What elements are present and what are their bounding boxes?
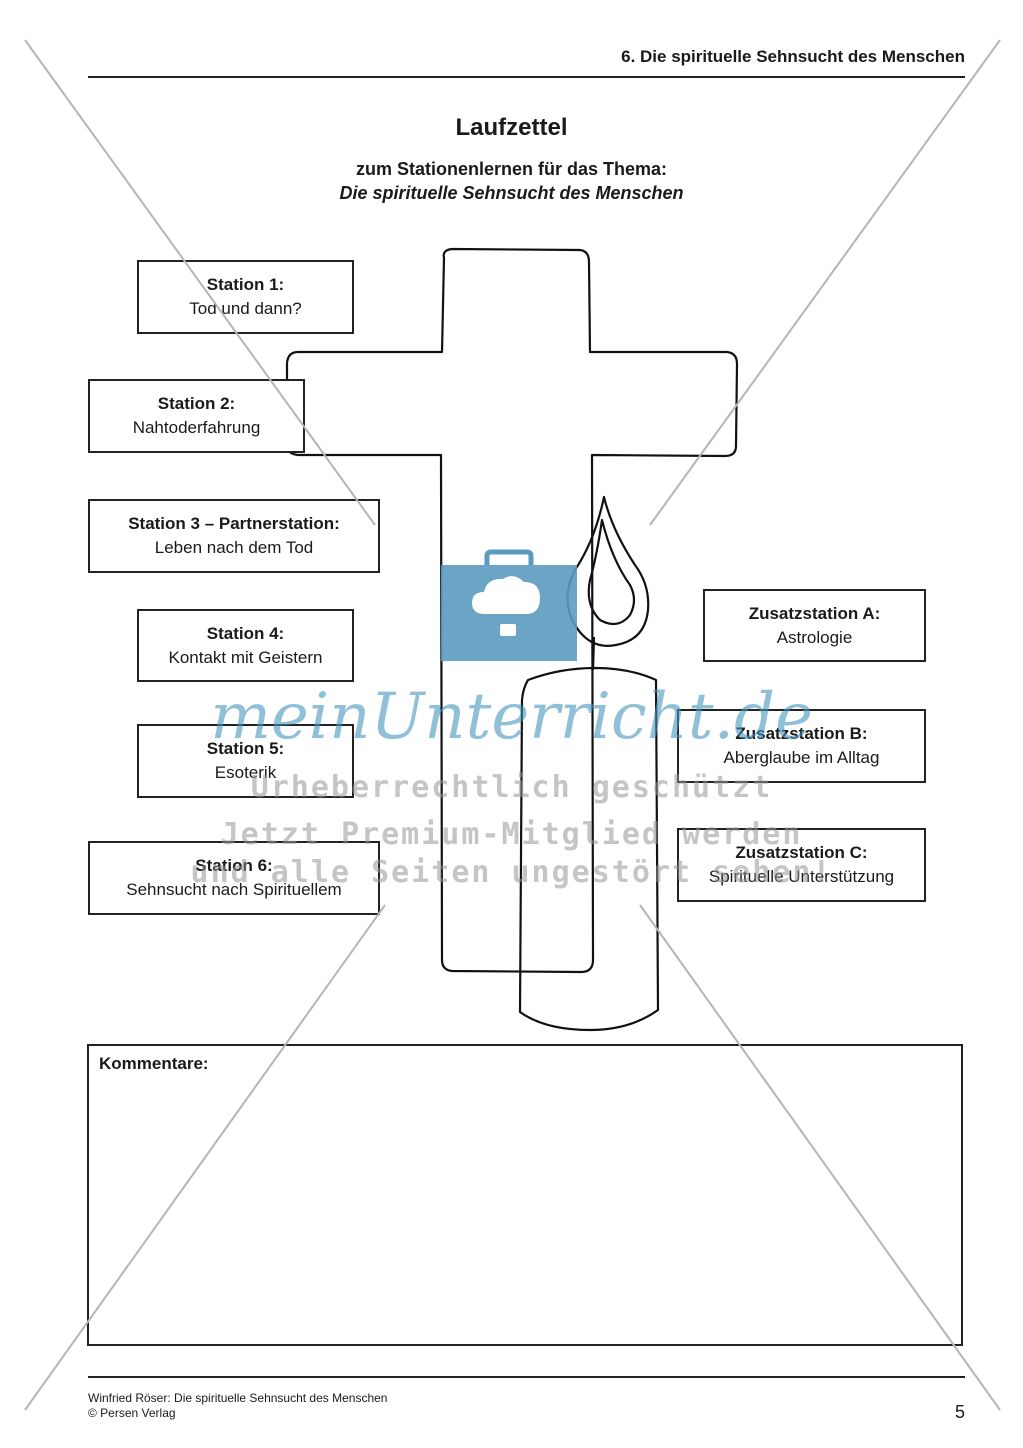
station-2-box: Station 2: Nahtoderfahrung — [88, 379, 305, 453]
footer-publisher: © Persen Verlag — [88, 1406, 176, 1420]
station-1-label: Station 1: — [206, 275, 285, 294]
station-6-text: Sehnsucht nach Spirituellem — [126, 880, 342, 899]
comments-box[interactable]: Kommentare: — [87, 1044, 963, 1346]
extra-station-b-label: Zusatzstation B: — [735, 724, 868, 743]
extra-station-c-label: Zusatzstation C: — [735, 843, 868, 862]
station-4-text: Kontakt mit Geistern — [168, 647, 323, 667]
station-3-text: Leben nach dem Tod — [154, 538, 314, 557]
document-title: Laufzettel — [455, 114, 568, 141]
station-5-label: Station 5: — [206, 739, 285, 758]
candle-icon — [518, 495, 660, 1032]
footer-author: Winfried Röser: Die spirituelle Sehnsuch… — [88, 1391, 388, 1405]
header-divider — [88, 76, 965, 78]
comments-label: Kommentare: — [99, 1054, 209, 1073]
extra-station-c-box: Zusatzstation C: Spirituelle Unterstützu… — [677, 828, 926, 902]
page-number: 5 — [954, 1402, 965, 1422]
station-2-text: Nahtoderfahrung — [132, 418, 261, 437]
extra-station-b-text: Aberglaube im Alltag — [723, 748, 880, 767]
station-4-box: Station 4: Kontakt mit Geistern — [137, 609, 354, 682]
station-5-box: Station 5: Esoterik — [137, 724, 354, 798]
station-6-box: Station 6: Sehnsucht nach Spirituellem — [88, 841, 380, 915]
station-3-label: Station 3 – Partnerstation: — [128, 514, 340, 533]
station-1-box: Station 1: Tod und dann? — [137, 260, 354, 334]
extra-station-a-label: Zusatzstation A: — [748, 603, 881, 623]
station-5-text: Esoterik — [214, 763, 277, 782]
station-4-label: Station 4: — [206, 623, 285, 643]
document-topic: Die spirituelle Sehnsucht des Menschen — [339, 183, 684, 203]
extra-station-b-box: Zusatzstation B: Aberglaube im Alltag — [677, 709, 926, 783]
station-1-text: Tod und dann? — [189, 299, 302, 318]
extra-station-a-text: Astrologie — [776, 627, 853, 647]
extra-station-a-box: Zusatzstation A: Astrologie — [703, 589, 926, 662]
document-subtitle: zum Stationenlernen für das Thema: — [355, 159, 668, 179]
station-6-label: Station 6: — [195, 856, 273, 875]
extra-station-c-text: Spirituelle Unterstützung — [708, 867, 895, 886]
station-3-box: Station 3 – Partnerstation: Leben nach d… — [88, 499, 380, 573]
station-2-label: Station 2: — [157, 394, 236, 413]
footer-divider — [88, 1376, 965, 1378]
